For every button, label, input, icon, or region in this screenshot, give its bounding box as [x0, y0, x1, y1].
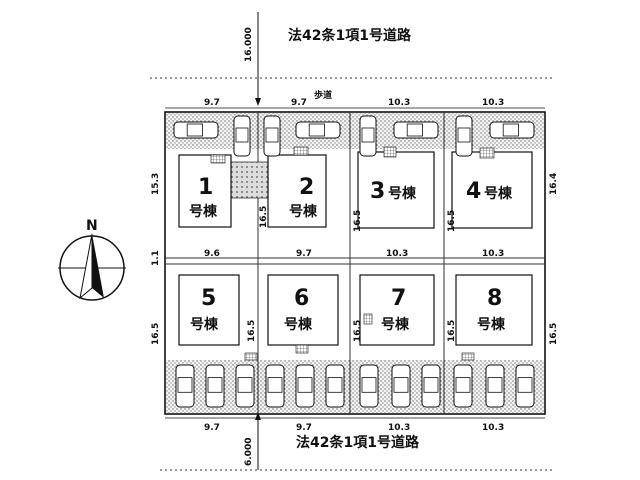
- bottom-road-label: 法42条1項1号道路: [296, 434, 420, 451]
- bottom-width-3: 10.3: [388, 423, 410, 433]
- dimension-arrow-icon: [255, 412, 261, 420]
- car-icon: [173, 121, 219, 139]
- car-icon: [453, 364, 473, 408]
- lot-3-suffix: 号棟: [388, 185, 417, 202]
- lot-3-number: 3: [370, 179, 385, 204]
- lot-4: 4 号棟: [466, 179, 513, 204]
- lot-6-suffix: 号棟: [284, 316, 313, 333]
- top-width-4: 10.3: [482, 98, 504, 108]
- lot-2-number: 2: [299, 175, 314, 200]
- bottom-road-width: 6.000: [244, 438, 254, 466]
- left-lower-depth: 16.5: [151, 323, 161, 345]
- car-icon: [263, 115, 281, 157]
- car-icon: [295, 364, 315, 408]
- car-icon: [265, 364, 285, 408]
- lot-6-number: 6: [294, 286, 309, 311]
- lot-5-suffix: 号棟: [190, 316, 219, 333]
- inner-lower-depth-3: 16.5: [447, 320, 457, 342]
- inner-lower-depth-2: 16.5: [353, 320, 363, 342]
- lot-7-number: 7: [391, 286, 406, 311]
- inner-upper-depth-3: 16.5: [447, 210, 457, 232]
- car-icon: [325, 364, 345, 408]
- lot-dividers: [165, 112, 545, 414]
- bottom-parking-area: [166, 360, 544, 413]
- car-icon: [295, 121, 341, 139]
- top-road-label: 法42条1項1号道路: [288, 27, 412, 44]
- car-icon: [205, 364, 225, 408]
- bottom-width-1: 9.7: [204, 423, 220, 433]
- lot-5-number: 5: [201, 286, 216, 311]
- lot-1: 1 号棟: [189, 175, 218, 220]
- mid-width-2: 9.7: [296, 249, 312, 259]
- site-boundary: [164, 111, 546, 415]
- car-icon: [235, 364, 255, 408]
- car-icon: [175, 364, 195, 408]
- house-footprints-top: [178, 151, 533, 229]
- north-compass-icon: N: [58, 218, 126, 301]
- left-gap: 1.1: [151, 250, 161, 266]
- car-icon: [515, 364, 535, 408]
- lot-4-number: 4: [466, 179, 481, 204]
- lot-5: 5 号棟: [190, 286, 219, 333]
- top-parking-area: [166, 113, 544, 149]
- top-width-2: 9.7: [291, 98, 307, 108]
- lot-2-suffix: 号棟: [289, 203, 318, 220]
- top-width-3: 10.3: [388, 98, 410, 108]
- car-icon: [421, 364, 441, 408]
- lot-6: 6 号棟: [284, 286, 313, 333]
- inner-upper-depth-1: 16.5: [259, 206, 269, 228]
- inner-lower-depth-1: 16.5: [247, 320, 257, 342]
- house-footprints-bottom: [178, 274, 533, 346]
- car-icon: [455, 115, 473, 157]
- mid-width-4: 10.3: [482, 249, 504, 259]
- right-lower-depth: 16.5: [549, 323, 559, 345]
- left-upper-depth: 15.3: [151, 173, 161, 195]
- top-width-1: 9.7: [204, 98, 220, 108]
- top-road-width: 16.000: [244, 27, 254, 62]
- lot-3: 3 号棟: [370, 179, 417, 204]
- lot-1-suffix: 号棟: [189, 203, 218, 220]
- car-icon: [391, 364, 411, 408]
- mid-width-3: 10.3: [386, 249, 408, 259]
- sidewalk-label: 歩道: [314, 89, 332, 101]
- car-icon: [359, 115, 377, 157]
- lot-8-number: 8: [487, 286, 502, 311]
- lot-1-number: 1: [198, 175, 213, 200]
- lot-7-suffix: 号棟: [381, 316, 410, 333]
- inner-upper-depth-2: 16.5: [353, 210, 363, 232]
- car-icon: [233, 115, 251, 157]
- car-icon: [485, 364, 505, 408]
- car-icon: [393, 121, 439, 139]
- parked-cars: [173, 115, 535, 408]
- car-icon: [359, 364, 379, 408]
- lot-4-suffix: 号棟: [484, 185, 513, 202]
- compass-north-label: N: [86, 218, 98, 234]
- entry-steps: [210, 146, 495, 361]
- bottom-width-4: 10.3: [482, 423, 504, 433]
- bottom-width-2: 9.7: [296, 423, 312, 433]
- dimension-arrow-icon: [255, 98, 261, 106]
- lot-8: 8 号棟: [477, 286, 506, 333]
- lot-7: 7 号棟: [381, 286, 410, 333]
- right-upper-depth: 16.4: [549, 173, 559, 195]
- lot-2: 2 号棟: [289, 175, 318, 220]
- mid-width-1: 9.6: [204, 249, 220, 259]
- car-icon: [489, 121, 535, 139]
- lot-8-suffix: 号棟: [477, 316, 506, 333]
